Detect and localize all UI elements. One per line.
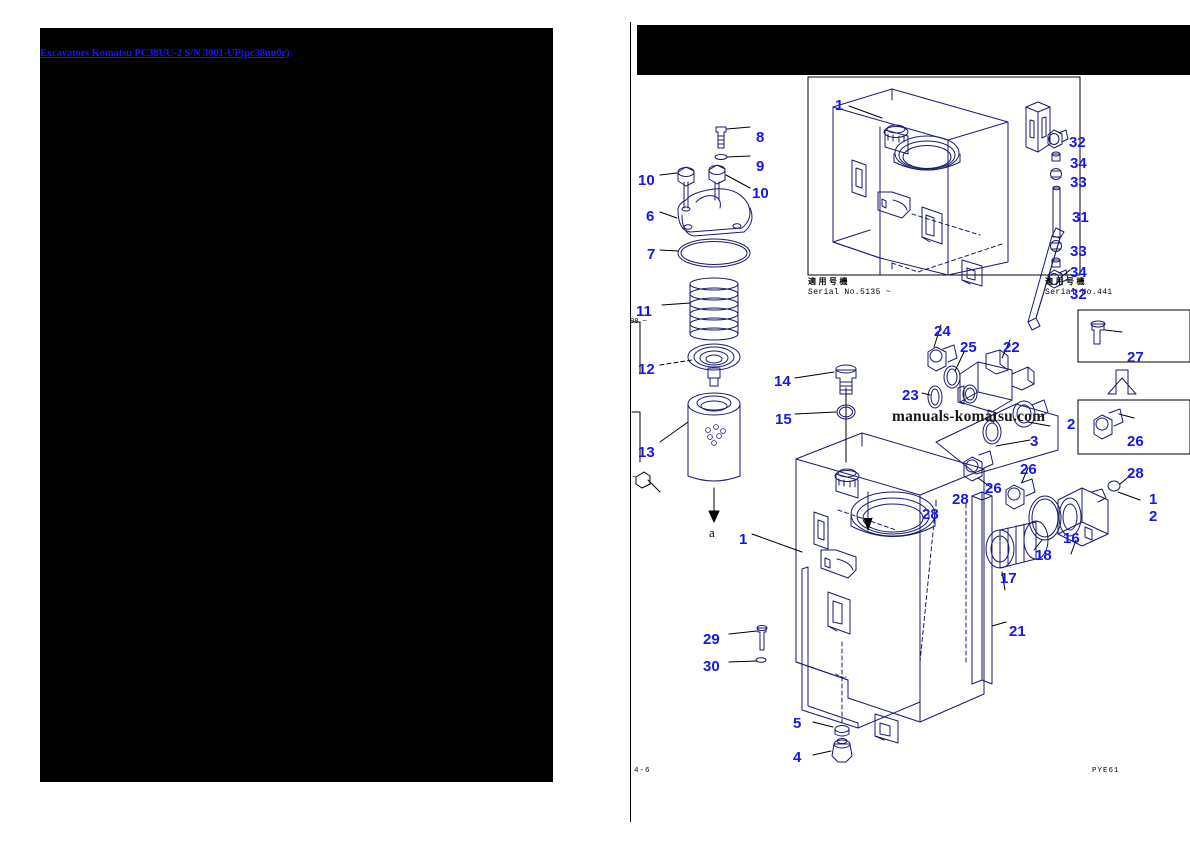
page-header-band — [637, 25, 1190, 75]
callout-number-4: 4 — [793, 749, 802, 766]
callout-number-28c: 28 — [922, 506, 939, 523]
callout-number-27: 27 — [1127, 349, 1144, 366]
callout-number-18: 18 — [1035, 547, 1052, 564]
callout-number-25: 25 — [960, 339, 977, 356]
serial-note-left-jp: 適用号機 — [808, 277, 850, 286]
callout-number-10b: 10 — [752, 185, 769, 202]
callout-number-29: 29 — [703, 631, 720, 648]
callout-number-2a: 2 — [1067, 416, 1076, 433]
parts-diagram-page: 適用号機 Serial No.5135 ~ 適用号機 Serial No.441… — [630, 22, 1190, 822]
callout-number-28b: 28 — [952, 491, 969, 508]
serial-note-right: 適用号機 Serial No.441 — [1045, 277, 1113, 298]
callout-number-28a: 28 — [1127, 465, 1144, 482]
serial-note-left: 適用号機 Serial No.5135 ~ — [808, 277, 891, 298]
callout-number-34a: 34 — [1070, 155, 1087, 172]
edge-note-serial-2: ~ — [632, 474, 637, 482]
edge-note-serial-1: 98 ~ — [630, 318, 647, 326]
callout-number-31: 31 — [1072, 209, 1089, 226]
callout-number-22: 22 — [1003, 339, 1020, 356]
hydraulic-tank-exploded-diagram — [631, 76, 1190, 763]
catalog-breadcrumb-link[interactable]: Excavators Komatsu PC38UU-2 S/N 3001-UP(… — [40, 48, 290, 59]
serial-note-right-en: Serial No.441 — [1045, 288, 1113, 297]
callout-number-33b: 33 — [1070, 243, 1087, 260]
left-content-panel: Excavators Komatsu PC38UU-2 S/N 3001-UP(… — [40, 28, 553, 782]
serial-note-right-jp: 適用号機 — [1045, 277, 1087, 286]
callout-number-1c: 1 — [1149, 491, 1158, 508]
callout-number-8: 8 — [756, 129, 765, 146]
callout-number-10a: 10 — [638, 172, 655, 189]
callout-number-11: 11 — [636, 303, 652, 320]
callout-number-7: 7 — [647, 246, 656, 263]
site-watermark: manuals-komatsu.com — [892, 408, 1046, 425]
callout-number-1b: 1 — [739, 531, 748, 548]
callout-number-12: 12 — [638, 361, 655, 378]
callout-number-1: 1 — [835, 97, 844, 114]
callout-number-26a: 26 — [1127, 433, 1144, 450]
callout-number-5: 5 — [793, 715, 802, 732]
page-border — [630, 22, 1190, 822]
serial-note-left-en: Serial No.5135 ~ — [808, 288, 892, 297]
callout-number-9: 9 — [756, 158, 765, 175]
callout-number-3: 3 — [1030, 433, 1039, 450]
footer-page-number: 4-6 — [634, 767, 651, 775]
callout-number-33a: 33 — [1070, 174, 1087, 191]
callout-number-30: 30 — [703, 658, 720, 675]
arrow-label-a: a — [709, 525, 715, 540]
footer-drawing-code: PYE61 — [1092, 767, 1120, 775]
callout-number-23: 23 — [902, 387, 919, 404]
callout-number-24: 24 — [934, 323, 951, 340]
callout-number-32b: 32 — [1070, 286, 1087, 303]
callout-number-16: 16 — [1063, 530, 1080, 547]
callout-number-17: 17 — [1000, 570, 1017, 587]
callout-number-15: 15 — [775, 411, 792, 428]
callout-number-26c: 26 — [1020, 461, 1037, 478]
callout-number-32a: 32 — [1069, 134, 1086, 151]
callout-number-21: 21 — [1009, 623, 1026, 640]
callout-number-14: 14 — [774, 373, 791, 390]
callout-number-13: 13 — [638, 444, 655, 461]
callout-number-26b: 26 — [985, 480, 1002, 497]
callout-number-2c: 2 — [1149, 508, 1158, 525]
callout-number-34b: 34 — [1070, 264, 1087, 281]
callout-number-6: 6 — [646, 208, 655, 225]
